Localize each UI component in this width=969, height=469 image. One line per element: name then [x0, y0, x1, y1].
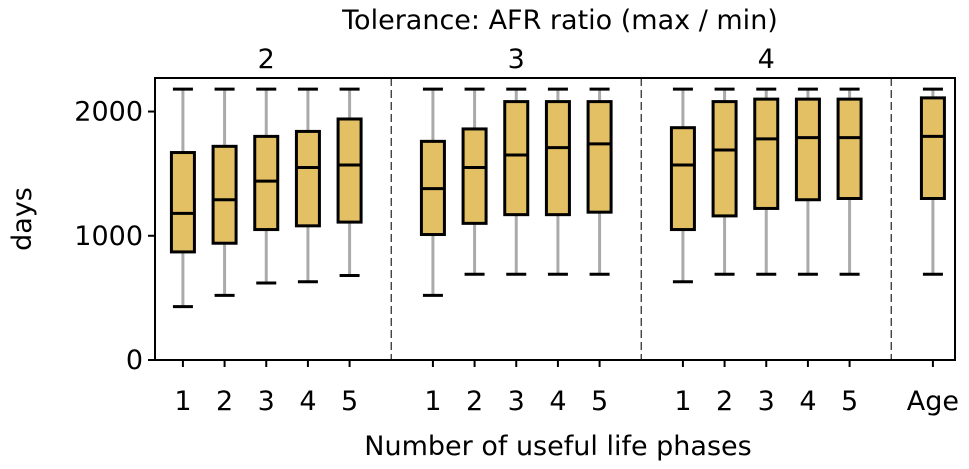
- box-2-4: [294, 87, 321, 284]
- x-tick-label: 2: [216, 386, 233, 417]
- box: [586, 100, 613, 214]
- box-age-Age: [919, 87, 946, 276]
- chart-title: Tolerance: AFR ratio (max / min): [341, 5, 778, 36]
- box: [253, 134, 280, 232]
- box: [503, 100, 530, 217]
- group-label: 3: [508, 44, 525, 75]
- box-4-1: [669, 87, 696, 284]
- box-2-1: [169, 87, 196, 309]
- box: [669, 126, 696, 232]
- box: [294, 129, 321, 228]
- box-3-1: [419, 87, 446, 297]
- y-axis: 0 1000 2000: [74, 97, 155, 376]
- box: [794, 97, 821, 202]
- axes-frame: [154, 77, 956, 361]
- x-tick-label: 3: [758, 386, 775, 417]
- box: [836, 97, 863, 201]
- box-3-3: [503, 87, 530, 276]
- x-tick-label: 5: [591, 386, 608, 417]
- box: [211, 144, 238, 245]
- box-2-2: [211, 87, 238, 297]
- box-4-3: [753, 87, 780, 276]
- box: [544, 100, 571, 217]
- y-tick-label: 0: [126, 345, 143, 376]
- box-4-2: [711, 87, 738, 276]
- box: [753, 97, 780, 210]
- x-tick-label: 3: [258, 386, 275, 417]
- box: [461, 127, 488, 225]
- x-tick-label: 4: [799, 386, 816, 417]
- box: [711, 100, 738, 218]
- plot-area: [169, 78, 946, 360]
- x-tick-label: 4: [299, 386, 316, 417]
- box-2-3: [253, 87, 280, 285]
- box-4-5: [836, 87, 863, 276]
- box: [169, 151, 196, 254]
- x-tick-label: 1: [424, 386, 441, 417]
- box-3-5: [586, 87, 613, 276]
- x-tick-label: 3: [508, 386, 525, 417]
- x-tick-label: 5: [341, 386, 358, 417]
- group-labels: 2 3 4: [258, 44, 775, 75]
- y-tick-label: 1000: [74, 221, 143, 252]
- box-3-2: [461, 87, 488, 276]
- x-tick-label: 1: [674, 386, 691, 417]
- x-tick-label: 1: [174, 386, 191, 417]
- box-3-4: [544, 87, 571, 276]
- box-2-5: [336, 87, 363, 278]
- x-tick-label: 5: [841, 386, 858, 417]
- x-tick-label: 2: [466, 386, 483, 417]
- group-label: 2: [258, 44, 275, 75]
- group-label: 4: [758, 44, 775, 75]
- x-tick-label: 4: [549, 386, 566, 417]
- x-axis-label: Number of useful life phases: [364, 431, 751, 462]
- y-axis-label: days: [7, 187, 38, 251]
- x-tick-label: 2: [716, 386, 733, 417]
- box: [336, 117, 363, 224]
- box: [919, 96, 946, 201]
- box-4-4: [794, 87, 821, 276]
- y-tick-label: 2000: [74, 97, 143, 128]
- x-tick-label: Age: [907, 386, 959, 417]
